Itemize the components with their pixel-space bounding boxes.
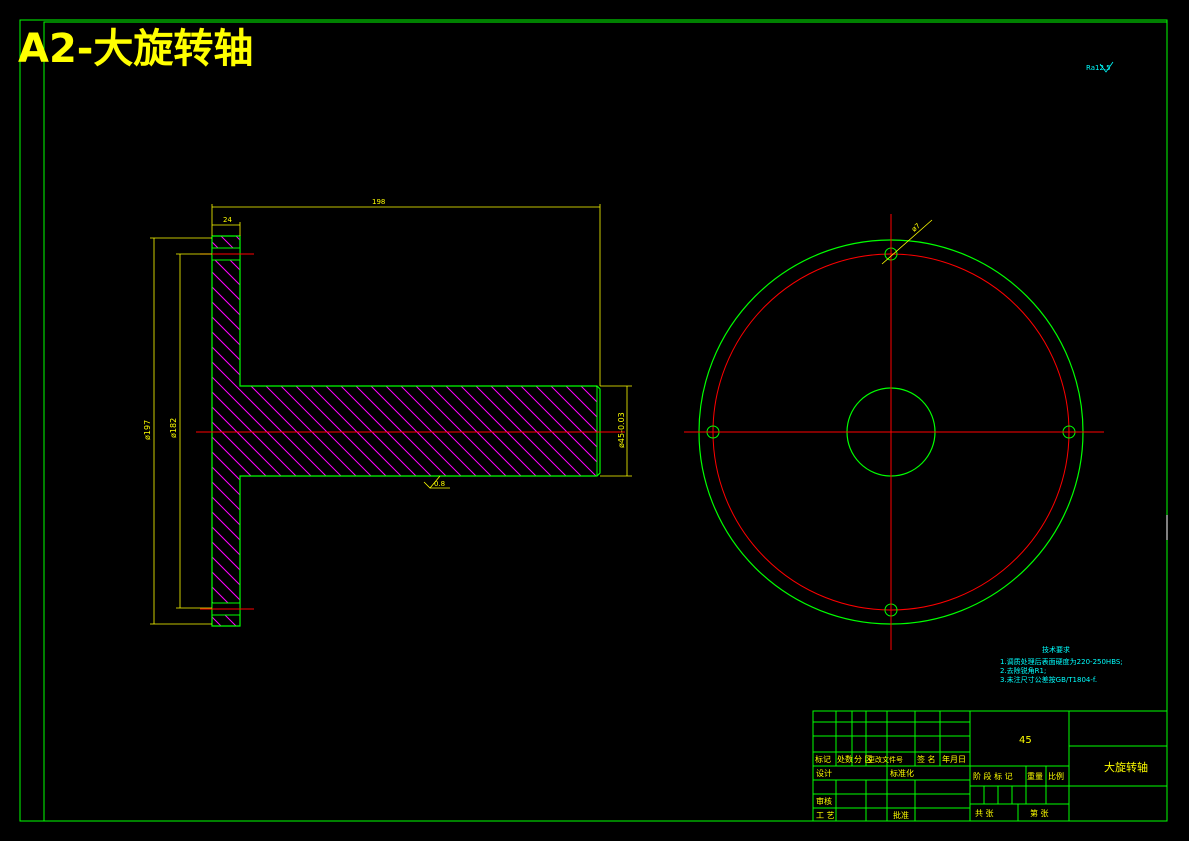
row-label-4: 签 名 [917, 754, 936, 764]
dim-hole-dia: ø7 [910, 222, 922, 234]
end-view: ø7 [684, 214, 1104, 650]
shaft-outline [211, 235, 601, 627]
design-label: 设计 [816, 768, 832, 778]
dim-shaft-finish: 0.8 [434, 480, 445, 488]
surface-finish-top-label: Ra12.5 [1086, 64, 1111, 72]
dim-flange-thickness: 24 [223, 216, 232, 224]
dim-outer-dia: ø197 [143, 420, 152, 440]
section-hatching [212, 236, 597, 626]
dim-length: 198 [372, 198, 385, 206]
approve-label: 批准 [893, 810, 909, 820]
row-label-1: 处数 [837, 754, 853, 764]
standardize-label: 标准化 [890, 768, 914, 778]
title-block [812, 710, 1168, 822]
part-name: 大旋转轴 [1104, 760, 1148, 774]
tech-req-line-2: 2.去除锐角R1; [1000, 666, 1046, 675]
tech-req-line-3: 3.未注尺寸公差按GB/T1804-f. [1000, 675, 1097, 684]
tech-requirements: 技术要求 1.调质处理后表面硬度为220-250HBS; 2.去除锐角R1; 3… [1000, 645, 1123, 684]
dim-shaft-dia: ø45-0.03 [617, 412, 626, 448]
review-label: 审核 [816, 796, 832, 806]
dim-bolt-circle: ø182 [169, 418, 178, 438]
process-label: 工 艺 [816, 811, 835, 820]
outer-border [19, 19, 1168, 822]
row-label-0: 标记 [815, 754, 831, 764]
surface-finish-mark: Ra12.5 [1086, 61, 1114, 73]
sheet-no: 第 张 [1030, 808, 1049, 818]
title-block-text: 45 大旋转轴 标记 处数 分 区 更改文件号 签 名 年月日 设计 标准化 阶… [815, 735, 1148, 820]
tech-req-title: 技术要求 [1042, 645, 1070, 654]
row-label-2: 分 区 [854, 755, 873, 764]
sheet-title: A2-大旋转轴 [18, 26, 253, 72]
inner-frame [43, 21, 1168, 822]
row-label-3: 更改文件号 [868, 755, 903, 764]
sheets-total: 共 张 [975, 809, 994, 818]
material-value: 45 [1019, 735, 1032, 746]
tech-req-line-1: 1.调质处理后表面硬度为220-250HBS; [1000, 657, 1123, 666]
scale-label: 比例 [1048, 771, 1064, 781]
stage-label: 阶 段 标 记 [973, 771, 1013, 781]
row-label-5: 年月日 [942, 754, 966, 764]
weight-label: 重量 [1027, 771, 1043, 781]
section-view: 198 24 ø197 ø182 ø45-0.03 0.8 [143, 198, 632, 627]
dimension-lines [150, 204, 632, 625]
